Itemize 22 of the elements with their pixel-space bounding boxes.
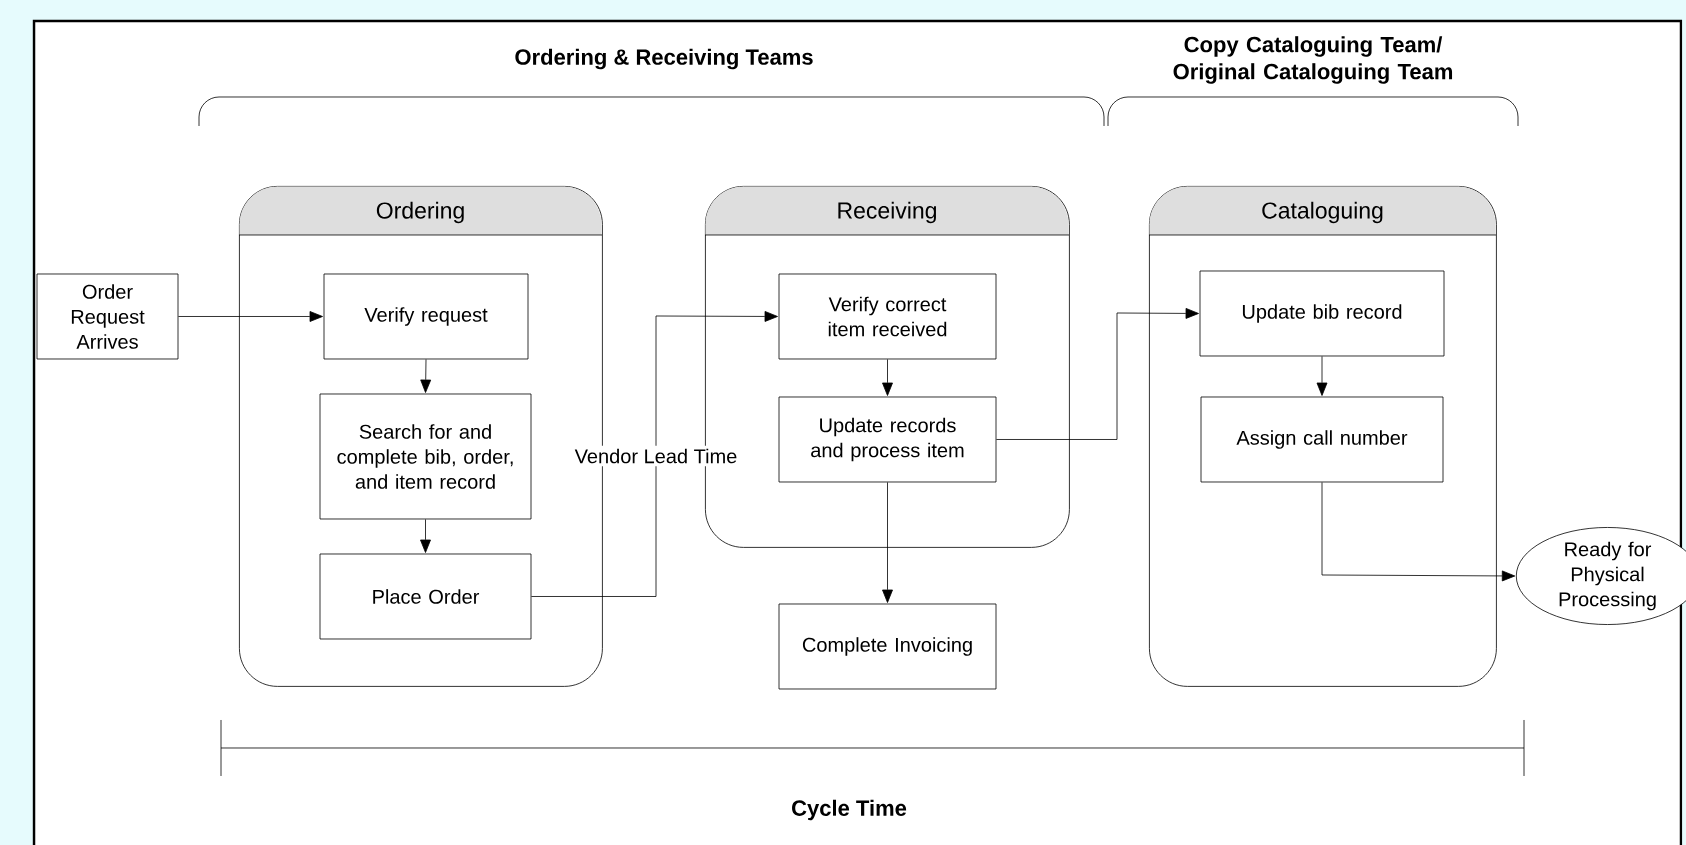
process-box: Order Request Arrives: [36, 273, 179, 360]
process-box: Complete Invoicing: [778, 603, 997, 690]
process-box: Verify correct item received: [778, 273, 997, 360]
heading-label: Copy Cataloguing Team/ Original Cataloguing Team: [1173, 36, 1453, 84]
arrow: [882, 482, 893, 603]
process-box: Verify request: [323, 273, 529, 360]
process-box: Update records and process item: [778, 396, 997, 483]
arrow: [996, 308, 1199, 440]
arrow: [420, 519, 431, 553]
heading-label: Ordering & Receiving Teams: [515, 48, 813, 70]
heading-label: Cycle Time: [792, 799, 907, 821]
process-box: Assign call number: [1200, 396, 1444, 483]
arrow: [1316, 356, 1328, 396]
arrow: [1321, 482, 1516, 582]
process-box: Place Order: [319, 553, 532, 640]
arrow: [882, 359, 893, 396]
arrow: [178, 311, 323, 322]
arrow: [531, 311, 778, 597]
process-box: Search for and complete bib, order, and item record: [319, 393, 532, 520]
process-box: Update bib record: [1199, 270, 1445, 357]
node-label: Ready for Physical Processing: [1559, 541, 1656, 611]
arrow: [420, 359, 432, 393]
